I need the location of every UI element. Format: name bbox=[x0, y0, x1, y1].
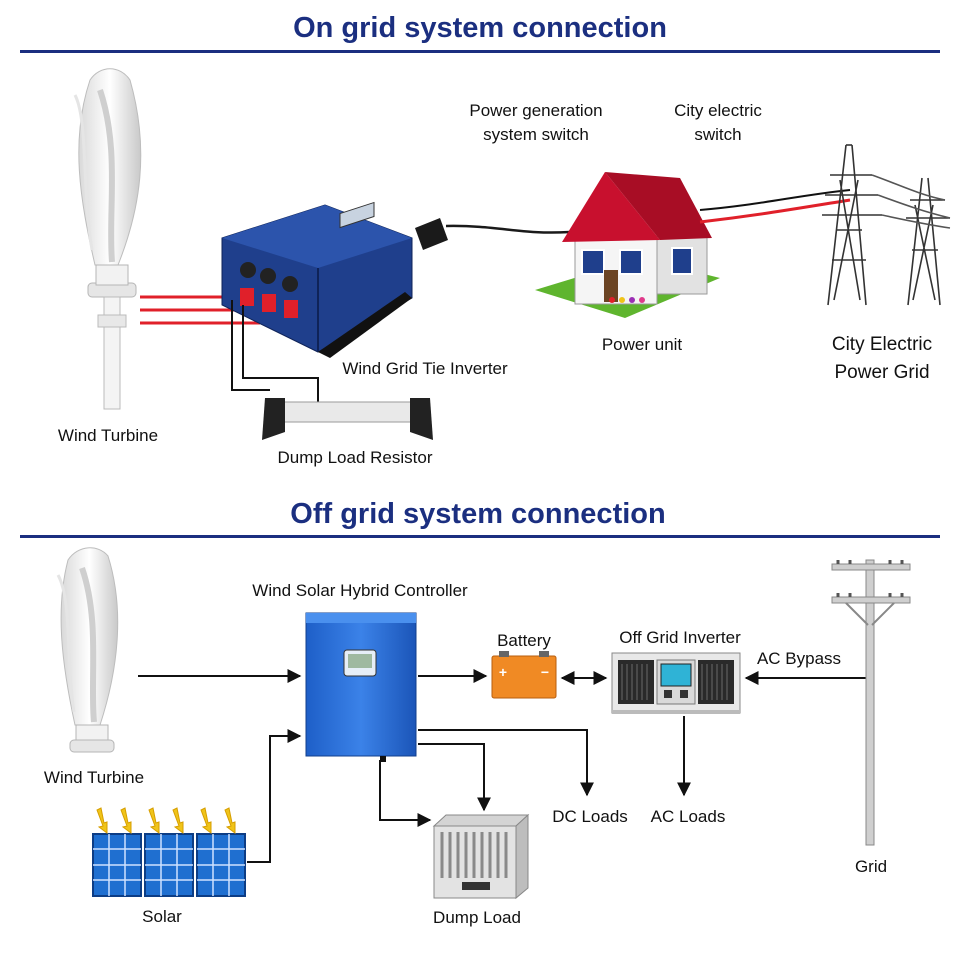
dump-wire-2 bbox=[242, 305, 319, 405]
dump-load-label: Dump Load bbox=[433, 908, 521, 927]
off-grid-inverter-icon bbox=[611, 652, 741, 714]
sun-ray-icons bbox=[96, 807, 236, 834]
city-switch-label-2: switch bbox=[694, 125, 741, 144]
gen-switch-label-1: Power generation bbox=[469, 101, 602, 120]
solar-panel-3 bbox=[196, 833, 246, 897]
on-grid-wind-turbine-icon bbox=[73, 68, 142, 410]
dump-load-icon bbox=[432, 813, 530, 900]
city-switch-label-1: City electric bbox=[674, 101, 762, 120]
gen-switch-label-2: system switch bbox=[483, 125, 589, 144]
battery-icon: + − bbox=[491, 651, 557, 699]
on-grid-rule bbox=[20, 50, 940, 53]
power-tower-icon bbox=[822, 144, 951, 306]
solar-panels-icon bbox=[92, 807, 246, 897]
off-grid-wind-turbine-label: Wind Turbine bbox=[44, 768, 144, 787]
off-grid-wind-turbine-icon bbox=[56, 547, 119, 753]
solar-panel-1 bbox=[92, 833, 142, 897]
controller-label: Wind Solar Hybrid Controller bbox=[252, 581, 468, 600]
solar-panel-2 bbox=[144, 833, 194, 897]
battery-minus-sign: − bbox=[541, 664, 549, 680]
dump-wire-1 bbox=[231, 300, 270, 391]
house-tower-wire-black bbox=[699, 189, 851, 211]
city-grid-label-1: City Electric bbox=[832, 334, 932, 355]
grid-tie-inverter-icon bbox=[221, 201, 413, 358]
solar-label: Solar bbox=[142, 907, 182, 926]
dump-resistor-label: Dump Load Resistor bbox=[278, 448, 433, 467]
dc-loads-label: DC Loads bbox=[552, 807, 628, 826]
grid-label: Grid bbox=[855, 857, 887, 876]
controller-to-dump-load-arrow-1 bbox=[418, 743, 491, 812]
grid-tie-inverter-label: Wind Grid Tie Inverter bbox=[342, 359, 508, 378]
battery-label: Battery bbox=[497, 631, 551, 650]
house-icon bbox=[535, 172, 720, 318]
utility-pole-icon bbox=[831, 559, 911, 846]
off-grid-rule bbox=[20, 535, 940, 538]
dump-resistor-icon bbox=[262, 398, 433, 440]
ac-bypass-label: AC Bypass bbox=[757, 649, 841, 668]
house-tower-wire-red bbox=[699, 198, 851, 224]
on-grid-title: On grid system connection bbox=[293, 12, 667, 44]
ac-loads-label: AC Loads bbox=[651, 807, 726, 826]
city-grid-label-2: Power Grid bbox=[834, 362, 929, 383]
controller-to-dump-load-arrow-2 bbox=[379, 760, 432, 827]
solar-to-controller-arrow bbox=[247, 729, 302, 863]
off-grid-title: Off grid system connection bbox=[290, 498, 665, 530]
controller-to-dc-loads-arrow bbox=[418, 729, 594, 797]
power-unit-label: Power unit bbox=[602, 335, 683, 354]
battery-plus-sign: + bbox=[499, 664, 507, 680]
ac-plug-icon bbox=[415, 218, 571, 250]
off-grid-inverter-label: Off Grid Inverter bbox=[619, 628, 741, 647]
hybrid-controller-icon bbox=[305, 612, 417, 762]
on-grid-wind-turbine-label: Wind Turbine bbox=[58, 426, 158, 445]
